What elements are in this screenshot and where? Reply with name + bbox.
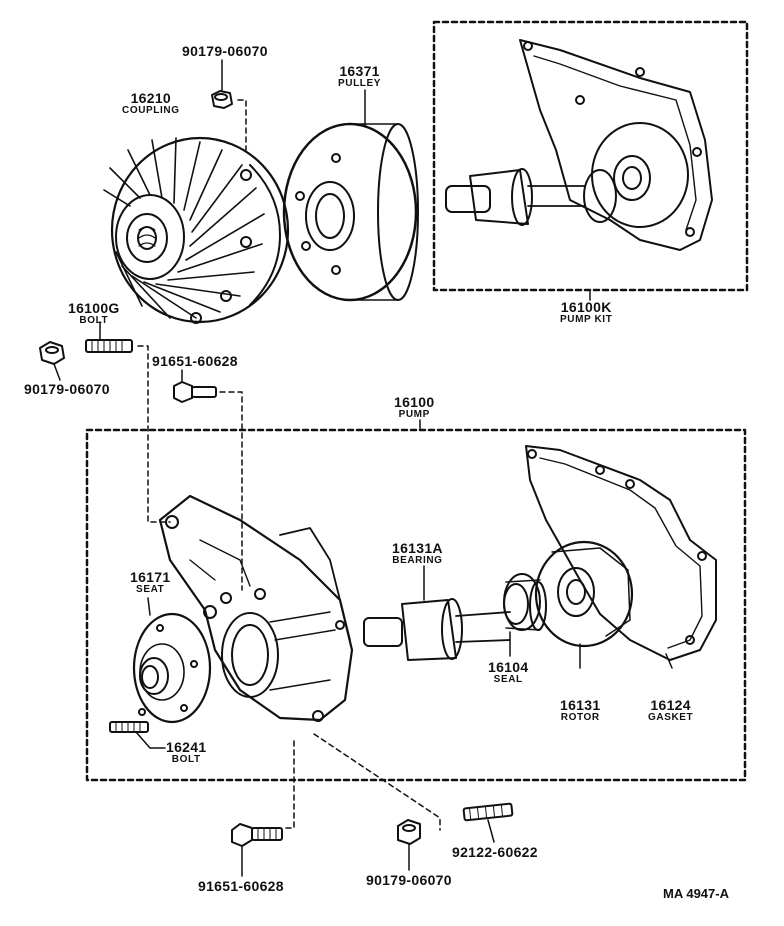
seal-name: SEAL: [493, 674, 523, 685]
bolt-lower-number: 91651-60628: [198, 878, 284, 894]
bearing-drawing[interactable]: [363, 598, 511, 661]
nut-top-drawing[interactable]: [211, 90, 233, 109]
pulley-number: 16371: [339, 63, 380, 79]
pump-kit-name: PUMP KIT: [560, 314, 613, 325]
bolt-lower-drawing[interactable]: [231, 823, 283, 847]
nut-bottom-label: 90179-06070: [366, 873, 452, 887]
nut-bottom-drawing[interactable]: [397, 819, 421, 845]
gasket-drawing[interactable]: [525, 445, 717, 661]
seat-bolt-drawing[interactable]: [109, 721, 149, 733]
rotor-label: 16131 ROTOR: [560, 698, 600, 723]
nut-bottom-number: 90179-06070: [366, 872, 452, 888]
seal-drawing[interactable]: [503, 573, 547, 631]
seat-bolt-label: 16241 BOLT: [166, 740, 206, 765]
stud-lower-dash: [313, 733, 441, 831]
seat-label: 16171 SEAT: [130, 570, 170, 595]
bolt-upper-label: 91651-60628: [152, 354, 238, 368]
gasket-name: GASKET: [648, 712, 694, 723]
stud-lower-label: 92122-60622: [452, 845, 538, 859]
bolt-upper-number: 91651-60628: [152, 353, 238, 369]
bolt-upper-drawing[interactable]: [173, 381, 217, 403]
nut-top-label: 90179-06070: [182, 44, 268, 58]
stud-lower-leader: [487, 819, 495, 843]
gasket-leader: [665, 653, 673, 669]
coupling-drawing[interactable]: [103, 136, 290, 324]
pump-body-drawing[interactable]: [158, 494, 354, 722]
rotor-drawing[interactable]: [534, 540, 634, 648]
nut-left-label: 90179-06070: [24, 382, 110, 396]
bearing-number: 16131A: [392, 540, 443, 556]
pump-number: 16100: [394, 394, 435, 410]
nut-left-drawing[interactable]: [39, 341, 65, 365]
nut-left-leader: [53, 363, 61, 381]
seat-bolt-leader: [135, 731, 166, 749]
seal-number: 16104: [488, 659, 529, 675]
seat-bolt-name: BOLT: [171, 754, 201, 765]
seat-number: 16171: [130, 569, 171, 585]
pulley-label: 16371 PULLEY: [338, 64, 381, 89]
seat-leader: [147, 597, 151, 616]
bolt-upper-dash: [219, 391, 243, 591]
coupling-number: 16210: [130, 90, 172, 106]
bolt-lower-label: 91651-60628: [198, 879, 284, 893]
drawing-reference: MA 4947-A: [663, 886, 729, 901]
seat-name: SEAT: [136, 584, 165, 595]
nut-top-dash: [237, 99, 247, 151]
nut-top-number: 90179-06070: [182, 43, 268, 59]
pulley-name: PULLEY: [338, 78, 382, 89]
nut-left-number: 90179-06070: [24, 381, 110, 397]
pulley-drawing[interactable]: [282, 122, 419, 302]
stud-bolt-dash: [137, 345, 171, 523]
bolt-lower-dash: [285, 739, 295, 829]
pump-kit-number: 16100K: [560, 299, 612, 315]
stud-lower-drawing[interactable]: [462, 802, 514, 822]
pump-label: 16100 PUMP: [394, 395, 434, 420]
seat-drawing[interactable]: [132, 612, 212, 724]
bearing-label: 16131A BEARING: [392, 541, 443, 566]
gasket-number: 16124: [650, 697, 691, 713]
pump-kit-drawing[interactable]: [445, 39, 713, 251]
coupling-label: 16210 COUPLING: [122, 91, 180, 116]
bearing-name: BEARING: [392, 555, 443, 566]
rotor-number: 16131: [560, 697, 601, 713]
stud-bolt-name: BOLT: [79, 315, 109, 326]
coupling-name: COUPLING: [122, 105, 180, 116]
stud-lower-number: 92122-60622: [452, 844, 538, 860]
seat-bolt-number: 16241: [166, 739, 207, 755]
seal-label: 16104 SEAL: [488, 660, 528, 685]
stud-bolt-label: 16100G BOLT: [68, 301, 120, 326]
gasket-label: 16124 GASKET: [648, 698, 693, 723]
pump-name: PUMP: [398, 409, 430, 420]
pump-kit-frame: [432, 20, 749, 292]
stud-bolt-number: 16100G: [68, 300, 120, 316]
pump-assembly-frame: [85, 428, 747, 782]
pump-kit-label: 16100K PUMP KIT: [560, 300, 612, 325]
stud-bolt-drawing[interactable]: [85, 339, 133, 353]
rotor-name: ROTOR: [560, 712, 600, 723]
